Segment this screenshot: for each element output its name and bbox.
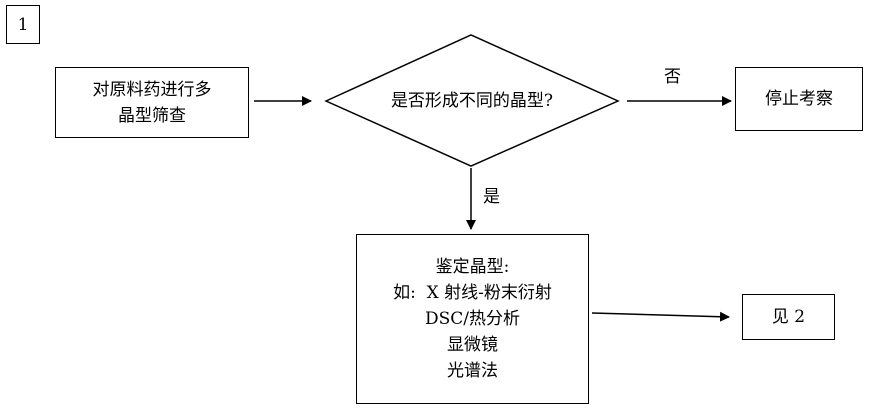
identify-box: 鉴定晶型: 如: X 射线-粉末衍射 DSC/热分析 显微镜 光谱法 [356,234,589,404]
method-microscopy: 显微镜 [447,335,498,355]
stop-box: 停止考察 [735,67,863,131]
method-xrpd: 如: X 射线-粉末衍射 [393,283,552,303]
method-spectroscopy: 光谱法 [447,361,498,381]
decision-question: 是否形成不同的晶型? [390,91,554,111]
see-next-label: 见 2 [771,307,806,327]
decision-diamond [324,34,620,167]
no-branch-label: 否 [664,67,681,87]
figure-number: 1 [17,14,29,35]
stop-box-label: 停止考察 [765,89,833,109]
start-process-line-1: 对原料药进行多 [92,79,212,100]
figure-number-box: 1 [6,5,40,44]
method-dsc: DSC/热分析 [424,309,520,329]
start-process-box: 对原料药进行多 晶型筛查 [55,67,249,138]
see-next-box: 见 2 [742,294,835,340]
yes-branch-label: 是 [483,187,500,207]
start-process-line-2: 晶型筛查 [118,105,186,126]
identify-title: 鉴定晶型: [435,257,510,277]
arrow-identify-to-next [591,311,730,322]
